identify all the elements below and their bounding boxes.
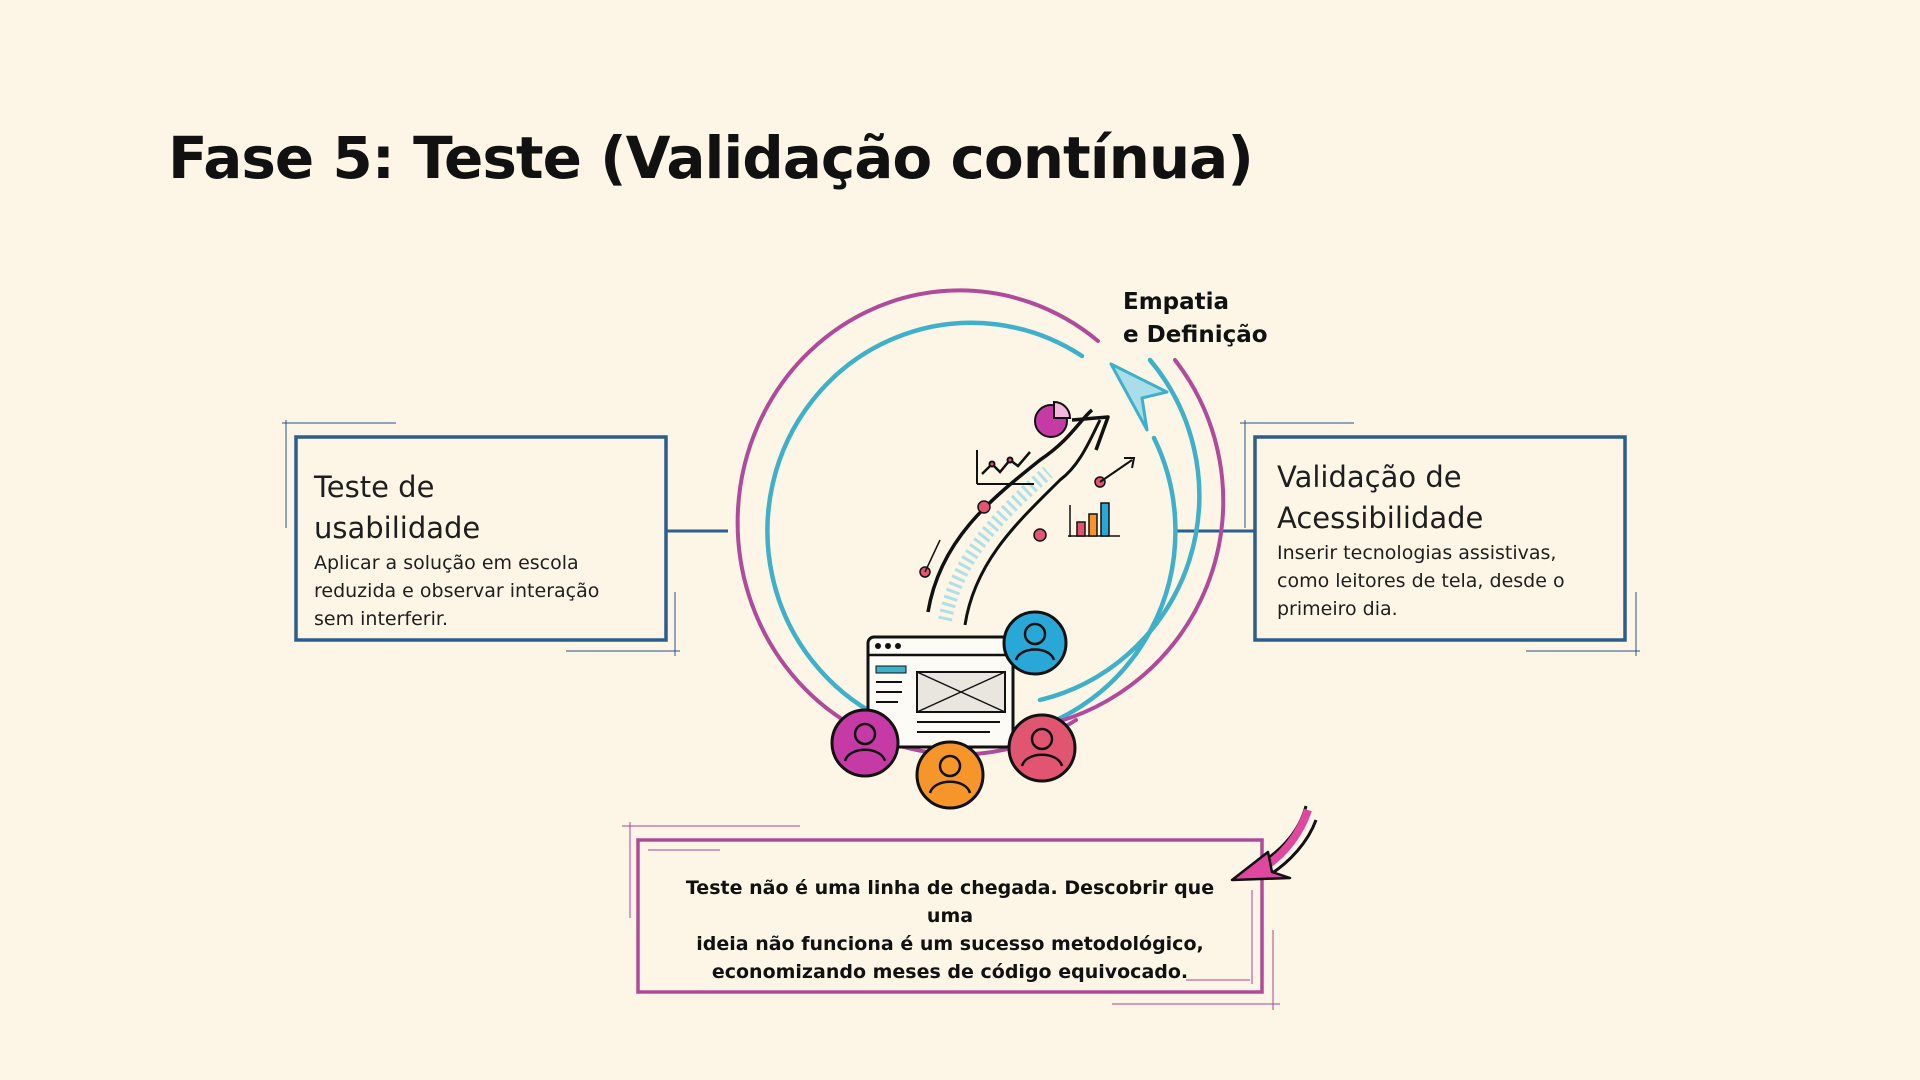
accessibility-validation-card: Validação de Acessibilidade Inserir tecn… <box>1255 437 1625 640</box>
accessibility-text-line1: Inserir tecnologias assistivas, <box>1277 539 1607 567</box>
cycle-label: Empatia e Definição <box>1123 286 1268 352</box>
user-icon <box>1004 612 1066 674</box>
cycle-label-line2: e Definição <box>1123 319 1268 352</box>
accessibility-text-line2: como leitores de tela, desde o <box>1277 567 1607 595</box>
usability-test-title-line2: usabilidade <box>314 508 648 549</box>
accessibility-text-line3: primeiro dia. <box>1277 595 1607 623</box>
usability-test-text-line1: Aplicar a solução em escola <box>314 549 648 577</box>
user-icon <box>1009 715 1075 781</box>
cycle-label-line1: Empatia <box>1123 286 1268 319</box>
insight-note-line1: Teste não é uma linha de chegada. Descob… <box>670 874 1230 930</box>
user-icon <box>832 710 898 776</box>
accessibility-title-line1: Validação de <box>1277 457 1607 498</box>
accessibility-title-line2: Acessibilidade <box>1277 498 1607 539</box>
user-icon <box>917 742 983 808</box>
usability-test-text-line2: reduzida e observar interação <box>314 577 648 605</box>
bar-chart-icon <box>1068 503 1120 537</box>
insight-note-line2: ideia não funciona é um sucesso metodoló… <box>670 930 1230 958</box>
usability-test-text-line3: sem interferir. <box>314 605 648 633</box>
insight-note-line3: economizando meses de código equivocado. <box>670 958 1230 986</box>
line-chart-icon <box>977 450 1034 484</box>
usability-test-title-line1: Teste de <box>314 467 648 508</box>
insight-note: Teste não é uma linha de chegada. Descob… <box>640 838 1260 988</box>
pie-chart-icon <box>1035 402 1070 437</box>
usability-test-card: Teste de usabilidade Aplicar a solução e… <box>296 437 666 640</box>
